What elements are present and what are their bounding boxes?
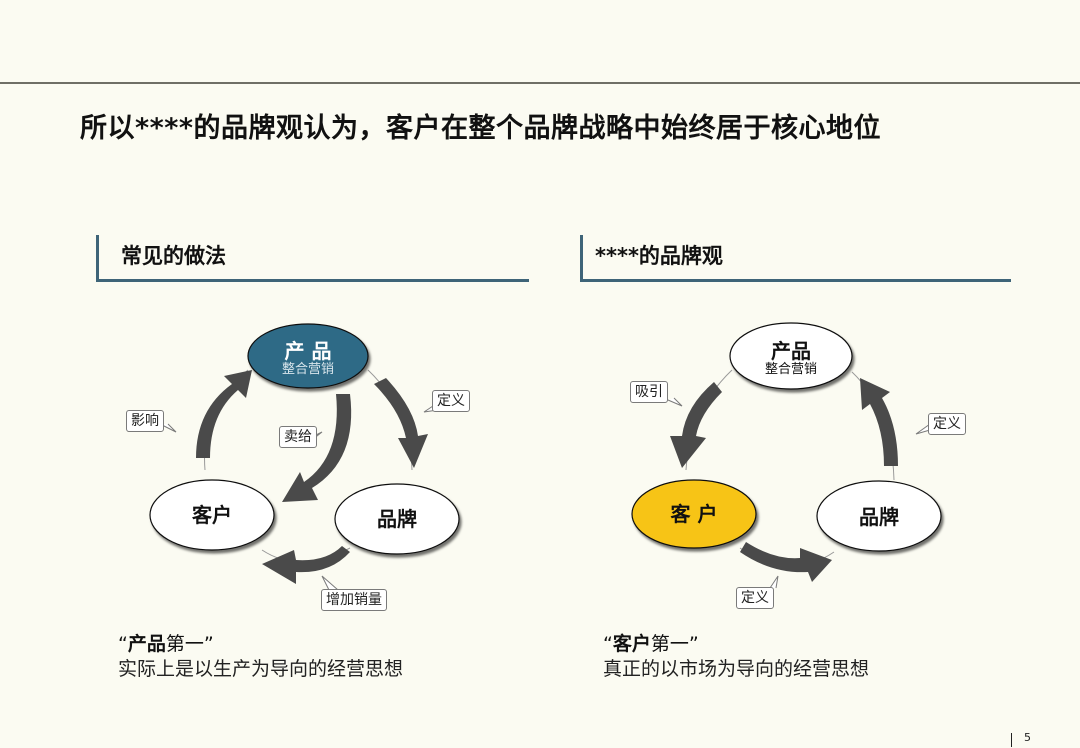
- node-product: [247, 323, 369, 389]
- callout-influence: 影响: [126, 410, 164, 432]
- caption-description: 实际上是以生产为导向的经营思想: [118, 658, 404, 680]
- node-product-text: 产 品 整合营销: [248, 340, 368, 378]
- callout-define-bottom: 定义: [736, 587, 774, 609]
- page-number-divider: [1011, 733, 1012, 747]
- node-brand: [816, 480, 942, 552]
- page-title: 所以****的品牌观认为，客户在整个品牌战略中始终居于核心地位: [80, 113, 881, 144]
- right-cycle: [631, 322, 942, 589]
- section-heading-common-practice: 常见的做法: [96, 235, 529, 282]
- node-brand-text: 品牌: [337, 508, 457, 530]
- node-customer-text: 客户: [152, 504, 272, 526]
- node-product: [729, 322, 853, 390]
- node-brand: [334, 483, 460, 555]
- node-customer-text: 客 户: [634, 503, 754, 525]
- callout-define: 定义: [432, 390, 470, 412]
- quote-mark: “: [603, 633, 613, 655]
- node-product-text: 产品 整合营销: [731, 340, 851, 378]
- node-label: 产品: [771, 339, 811, 363]
- node-label: 品牌: [859, 505, 899, 529]
- arrow-icon: [374, 378, 428, 468]
- callout-increase-sales: 增加销量: [321, 589, 387, 611]
- node-label: 客户: [192, 503, 232, 527]
- callout-attract: 吸引: [630, 381, 668, 403]
- caption-left: “产品第一” 实际上是以生产为导向的经营思想: [118, 632, 403, 682]
- node-customer: [631, 479, 757, 549]
- section-heading-label: ****的品牌观: [595, 244, 723, 268]
- left-cycle: [149, 323, 460, 593]
- node-sublabel: 整合营销: [764, 362, 817, 377]
- node-brand-text: 品牌: [819, 506, 939, 528]
- section-heading-brand-view: ****的品牌观: [580, 235, 1011, 282]
- caption-bold: 客户: [612, 633, 651, 655]
- node-label: 产 品: [284, 339, 332, 363]
- arrow-icon: [740, 542, 832, 582]
- caption-description: 真正的以市场为导向的经营思想: [603, 658, 870, 680]
- caption-bold: 产品: [127, 633, 166, 655]
- quote-mark: “: [118, 633, 128, 655]
- node-label: 客 户: [670, 502, 718, 526]
- arrow-icon: [196, 370, 252, 458]
- arrow-icon: [262, 546, 350, 584]
- top-divider: [0, 82, 1080, 84]
- callout-define-right: 定义: [928, 413, 966, 435]
- callout-sell-to: 卖给: [279, 426, 317, 448]
- node-customer: [149, 479, 275, 551]
- arrow-icon: [282, 394, 352, 502]
- section-heading-label: 常见的做法: [121, 244, 226, 268]
- page-number: 5: [1024, 731, 1031, 744]
- node-sublabel: 整合营销: [281, 362, 334, 377]
- caption-right: “客户第一” 真正的以市场为导向的经营思想: [603, 632, 869, 682]
- caption-headline: “客户第一”: [603, 632, 869, 656]
- node-label: 品牌: [377, 507, 417, 531]
- caption-headline: “产品第一”: [118, 632, 403, 656]
- arrow-icon: [670, 382, 722, 468]
- arrow-icon: [860, 378, 898, 466]
- caption-rest: 第一”: [650, 633, 699, 655]
- caption-rest: 第一”: [165, 633, 214, 655]
